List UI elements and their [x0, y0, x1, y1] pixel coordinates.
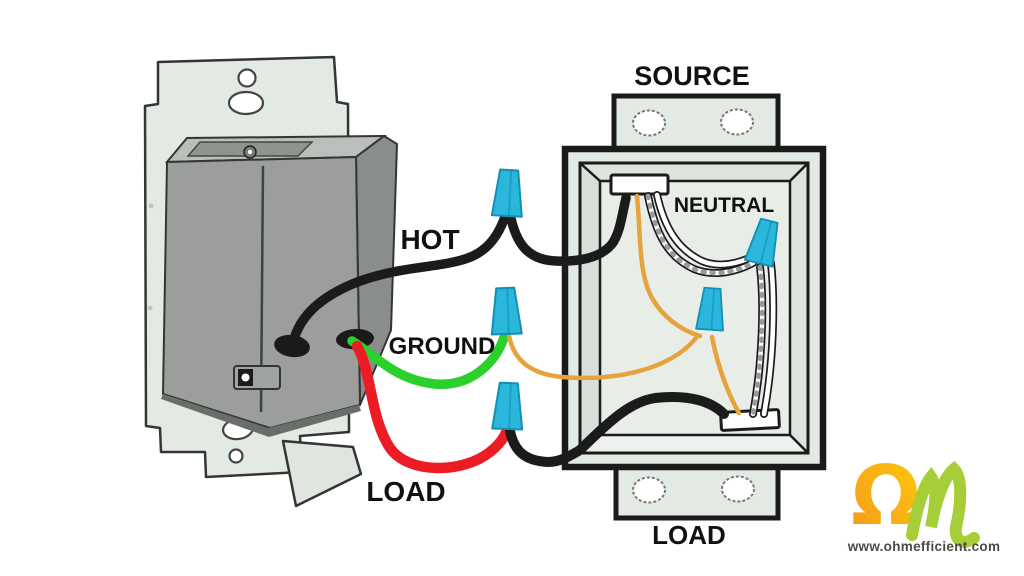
load-wire-switch	[351, 340, 513, 474]
wire-nut-ridge	[759, 221, 773, 264]
wires	[274, 191, 778, 474]
label-ground: GROUND	[389, 333, 496, 360]
wire-nut-body	[490, 168, 523, 218]
logo-m-icon	[906, 460, 980, 548]
switch-top-screw-center	[247, 149, 253, 155]
box-corner-line-br	[789, 434, 809, 454]
wire-nut-ridge	[506, 287, 510, 334]
neutral-wire-b	[654, 192, 758, 267]
ground-wire-load	[709, 334, 742, 416]
hot-wire-source	[505, 193, 631, 266]
neutral-wire-a-stripe	[645, 193, 756, 276]
source-flange-hole-right	[720, 108, 754, 136]
logo-website-text: www.ohmefficient.com	[847, 539, 1001, 554]
ground-wire-switch	[347, 329, 510, 389]
wire-nut-ground	[490, 286, 523, 336]
wire-nut-ground-splice	[695, 286, 724, 332]
plate-screw-hole-top	[237, 68, 257, 88]
wire-nut-neutral	[743, 217, 779, 268]
label-neutral: NEUTRAL	[674, 194, 774, 217]
label-load-box: LOAD	[652, 520, 726, 550]
wire-nut-body	[491, 381, 524, 431]
switch-underside	[161, 394, 361, 437]
ground-wire-box-link	[506, 333, 699, 381]
label-load-switch: LOAD	[366, 476, 445, 507]
ohmefficient-logo: Ω www.ohmefficient.com	[847, 449, 1001, 554]
load-flange-hole-left	[632, 476, 666, 504]
wire-nut-ridge	[507, 170, 513, 217]
box-left-wall	[580, 163, 600, 453]
wire-nut-body	[490, 286, 523, 336]
ground-wire-source	[634, 193, 703, 339]
switch-adjuster-dot	[241, 373, 250, 382]
wire-nut-body	[695, 286, 724, 332]
plate-dot-upper	[148, 203, 154, 209]
box-inner-rim	[578, 161, 810, 455]
box-floor	[580, 435, 808, 453]
label-source: SOURCE	[634, 61, 750, 91]
box-corner-line-tl	[579, 162, 601, 182]
label-hot: HOT	[400, 224, 459, 255]
wire-nut-load	[491, 381, 524, 431]
dimmer-switch	[161, 134, 399, 437]
neutral-wire-c-stripe	[750, 264, 765, 417]
box-right-wall	[790, 163, 808, 453]
wire-nut-hot	[490, 168, 523, 218]
plate-dot-lower	[147, 305, 153, 311]
plate-screw-hole-bottom	[228, 448, 244, 464]
hot-wire-switch	[287, 209, 511, 354]
neutral-wire-d	[761, 260, 776, 417]
plate-oval-hole-top	[227, 90, 265, 116]
wire-nut-ridge	[508, 383, 512, 430]
switch-mounting-strap	[281, 439, 363, 508]
source-flange-hole-left	[632, 109, 666, 137]
wire-nut-ridge	[710, 288, 716, 330]
load-wire-box	[505, 392, 729, 468]
electrical-box	[561, 93, 827, 521]
source-cable-clamp	[609, 173, 670, 196]
load-flange-hole-right	[721, 475, 755, 503]
box-corner-line-tr	[789, 162, 809, 182]
